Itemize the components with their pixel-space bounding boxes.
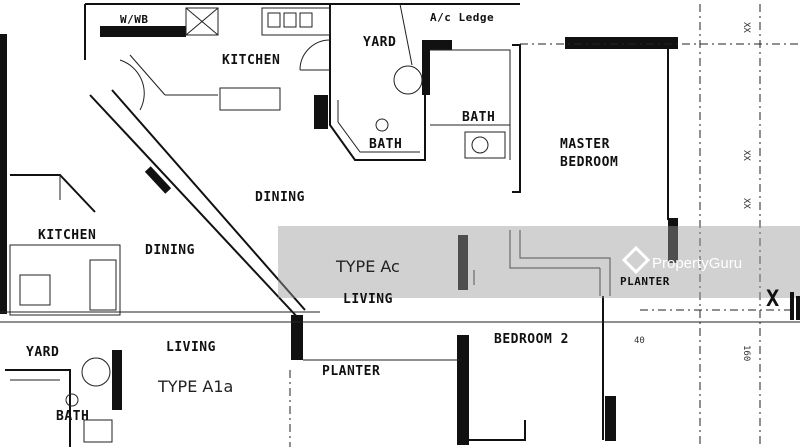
- dimension-5: 160: [741, 345, 751, 361]
- label-living-left: LIVING: [166, 340, 216, 355]
- watermark-band: [278, 226, 800, 298]
- walls: [0, 3, 800, 447]
- watermark-text: PropertyGuru: [652, 255, 742, 272]
- label-master: MASTER: [560, 137, 610, 152]
- room-labels: W/WB KITCHEN YARD A/c Ledge BATH BATH MA…: [26, 11, 670, 424]
- label-dining-left: DINING: [145, 243, 195, 258]
- label-kitchen-top: KITCHEN: [222, 53, 280, 68]
- label-bath-mid: BATH: [369, 137, 402, 152]
- label-yard-top: YARD: [363, 35, 396, 50]
- label-bath-left: BATH: [56, 409, 89, 424]
- dimension-1: XX: [741, 22, 751, 33]
- dimension-marks: XX XX XX 40 160 X: [634, 22, 800, 361]
- label-bath-right: BATH: [462, 110, 495, 125]
- label-ww: W/WB: [120, 13, 149, 26]
- watermark-logo: PropertyGuru: [621, 245, 742, 275]
- axis-mark: X: [766, 287, 780, 312]
- label-bedroom-2: BEDROOM 2: [494, 332, 569, 347]
- label-type-a1a: TYPE A1a: [157, 377, 233, 396]
- label-dining-center: DINING: [255, 190, 305, 205]
- label-type-ac: TYPE Ac: [335, 257, 400, 276]
- label-kitchen-left: KITCHEN: [38, 228, 96, 243]
- label-yard-left: YARD: [26, 345, 59, 360]
- dimension-4: 40: [634, 336, 645, 346]
- label-planter-small: PLANTER: [620, 275, 670, 288]
- label-master-bedroom: BEDROOM: [560, 155, 618, 170]
- dimension-2: XX: [741, 150, 751, 161]
- label-ac-ledge: A/c Ledge: [430, 11, 494, 24]
- label-living-main: LIVING: [343, 292, 393, 307]
- label-planter: PLANTER: [322, 364, 380, 379]
- dimension-3: XX: [741, 198, 751, 209]
